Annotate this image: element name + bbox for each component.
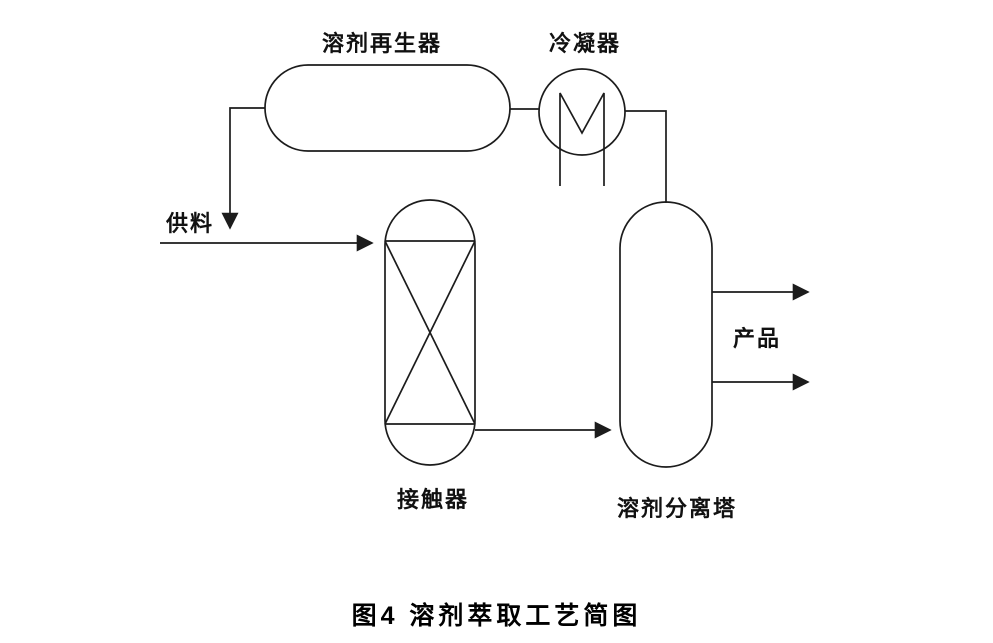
condenser-circle — [538, 68, 626, 156]
regenerator-label: 溶剂再生器 — [322, 31, 443, 56]
feed-label: 供料 — [166, 211, 215, 236]
condenser-coil — [559, 92, 605, 186]
contactor-packing-diagonal-2 — [384, 240, 476, 425]
separator-label: 溶剂分离塔 — [617, 496, 738, 521]
pipe-condenser-to-separator — [625, 110, 667, 203]
contactor-vessel — [384, 199, 476, 466]
product-label: 产品 — [733, 326, 782, 351]
contactor-label: 接触器 — [397, 487, 470, 512]
regenerator-vessel — [264, 64, 511, 152]
condenser-label: 冷凝器 — [549, 31, 622, 56]
figure-caption: 图4 溶剂萃取工艺简图 — [351, 602, 642, 630]
separator-vessel — [619, 201, 713, 468]
pipe-regenerator-recycle — [221, 107, 265, 230]
